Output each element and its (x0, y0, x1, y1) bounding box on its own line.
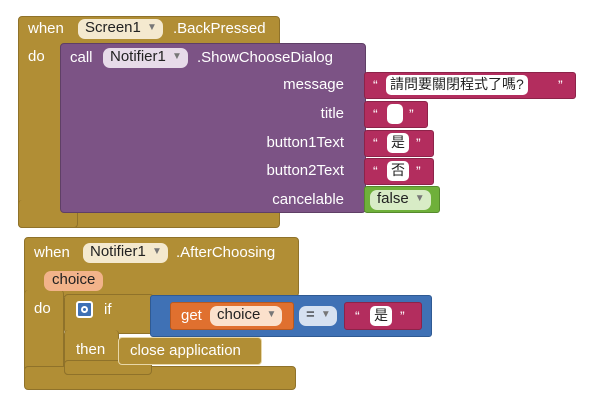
compare-field[interactable]: 是 (370, 306, 392, 326)
event-name: .BackPressed (173, 20, 266, 37)
boolean-dropdown[interactable]: false ▼ (370, 190, 431, 210)
method-name: .ShowChooseDialog (197, 49, 333, 66)
quote-open: “ (373, 135, 378, 151)
quote-close: ” (409, 106, 414, 122)
component-dropdown-notifier1[interactable]: Notifier1 ▼ (103, 48, 188, 68)
param-button2-label: button2Text (266, 162, 344, 179)
chevron-down-icon: ▼ (146, 22, 157, 33)
quote-close: ” (558, 77, 563, 93)
button1-field[interactable]: 是 (387, 133, 409, 153)
when-label: when (34, 244, 70, 261)
quote-open: “ (373, 163, 378, 179)
quote-close: ” (416, 163, 421, 179)
component-dropdown-notifier1[interactable]: Notifier1 ▼ (83, 243, 168, 263)
do-label: do (34, 300, 51, 317)
then-label: then (76, 341, 106, 358)
message-field[interactable]: 請問要關閉程式了嗎? (386, 75, 528, 95)
quote-open: “ (373, 106, 378, 122)
chevron-down-icon: ▼ (266, 309, 277, 320)
gear-icon[interactable] (76, 301, 93, 318)
quote-open: “ (355, 308, 360, 324)
event-block-after-choosing-side (24, 290, 64, 378)
param-button1-label: button1Text (266, 134, 344, 151)
variable-dropdown[interactable]: choice ▼ (210, 306, 283, 326)
event-param-choice[interactable]: choice (44, 271, 104, 291)
component-dropdown-screen1[interactable]: Screen1 ▼ (78, 19, 163, 39)
param-cancelable-label: cancelable (272, 191, 344, 208)
quote-close: ” (400, 308, 405, 324)
when-label: when (28, 20, 64, 37)
do-label: do (28, 48, 45, 65)
operator-dropdown[interactable]: = ▼ (299, 306, 337, 326)
button2-field[interactable]: 否 (387, 161, 409, 181)
chevron-down-icon: ▼ (414, 193, 425, 204)
param-title-label: title (320, 105, 344, 122)
get-label: get (181, 307, 202, 324)
chevron-down-icon: ▼ (320, 309, 331, 320)
param-message-label: message (283, 76, 344, 93)
close-application-label: close application (130, 342, 241, 359)
event-name: .AfterChoosing (176, 244, 276, 261)
title-field[interactable] (387, 104, 403, 124)
quote-close: ” (416, 135, 421, 151)
chevron-down-icon: ▼ (171, 51, 182, 62)
quote-open: “ (373, 77, 378, 93)
call-block-show-choose-dialog[interactable] (60, 43, 366, 213)
call-label: call (70, 49, 93, 66)
chevron-down-icon: ▼ (151, 246, 162, 257)
if-label: if (104, 301, 112, 318)
close-application-block[interactable] (118, 337, 262, 365)
